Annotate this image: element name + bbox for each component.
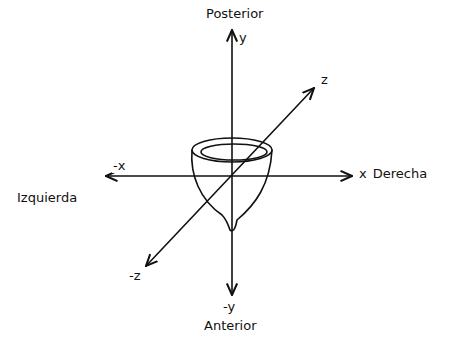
axis-letter: z [320, 72, 329, 87]
axis-end-label: Anterior [203, 318, 257, 333]
axis-letter: -y [222, 299, 236, 314]
axis-letter: -z [128, 268, 142, 283]
x-axis [106, 175, 352, 177]
z-axis [146, 88, 314, 266]
axis-letter: x [358, 166, 368, 181]
axis-letter: -x [112, 158, 126, 173]
y-axis [231, 30, 233, 295]
axis-letter: y [238, 30, 248, 45]
heart-rim [201, 144, 267, 160]
axis-end-label: Izquierda [16, 190, 78, 205]
axis-end-label: Derecha [372, 166, 428, 181]
axis-end-label: Posterior [205, 6, 264, 21]
